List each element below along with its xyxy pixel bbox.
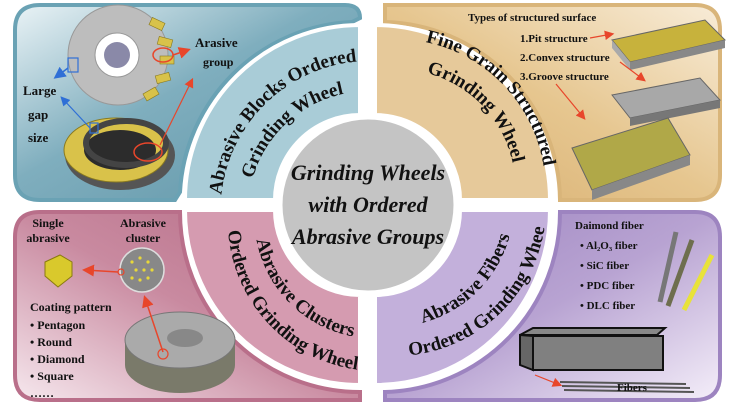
coating-pattern-item: • Diamond <box>30 352 85 366</box>
coating-pattern-heading: Coating pattern <box>30 300 112 314</box>
abrasive-cluster-disc <box>119 247 165 293</box>
coating-pattern-item: • Pentagon <box>30 318 86 332</box>
single-abrasive-label-1: Single <box>32 216 64 230</box>
abrasive-cluster-label-2: cluster <box>126 231 161 245</box>
center-title-line-3: Abrasive Groups <box>290 224 444 249</box>
wheel-highlight <box>157 348 169 360</box>
arc-band-bottom-right <box>373 208 553 388</box>
arc-band-top-left <box>182 22 362 202</box>
arrow-convex <box>619 61 646 82</box>
structure-type-3: 3.Groove structure <box>520 71 609 83</box>
label-large-gap-2: gap <box>28 107 48 122</box>
coating-pattern-item: • Round <box>30 335 72 349</box>
single-abrasive-label-2: abrasive <box>26 231 70 245</box>
toothed-wheel-illustration <box>67 4 175 106</box>
fiber-block-illustration <box>519 327 668 372</box>
fibers-label: Fibers <box>617 382 648 394</box>
cluster-dots <box>130 256 154 282</box>
arrow-large-gap-ring <box>60 96 91 129</box>
panel-bottom-left <box>13 210 362 402</box>
label-abrasive-group-2: group <box>203 55 234 69</box>
arrow-abrasive-group-ring <box>159 77 194 146</box>
arrow-abrasive-group-top <box>172 47 191 59</box>
arrow-to-fibers <box>534 374 563 387</box>
single-abrasive-crystal <box>44 254 73 288</box>
label-large-gap-3: size <box>28 130 48 145</box>
groove-structure-plate <box>571 117 691 200</box>
fiber-item: • DLC fiber <box>580 300 635 312</box>
pit-structure-plate <box>611 19 726 70</box>
coating-pattern-list: • Pentagon • Round • Diamond • Square …… <box>30 318 86 400</box>
center-title-line-1: Grinding Wheels <box>291 160 445 185</box>
structure-type-2: 2.Convex structure <box>520 52 610 64</box>
ring-wheel-illustration <box>63 117 175 190</box>
fiber-heading: Daimond fiber <box>575 220 644 232</box>
arc-band-top-right <box>373 22 553 202</box>
arrow-large-gap-top <box>53 66 69 79</box>
fiber-rods-illustration <box>657 231 715 312</box>
fiber-list: • Al₂O₃ fiber • SiC fiber • PDC fiber • DLC… <box>580 240 638 312</box>
arrow-pit <box>589 30 615 41</box>
abrasive-cluster-label-1: Abrasive <box>120 216 167 230</box>
center-title-line-2: with Ordered <box>308 192 428 217</box>
arrow-groove <box>555 83 586 120</box>
structure-type-1: 1.Pit structure <box>520 33 588 45</box>
loose-fibers <box>559 381 695 393</box>
arc-band-bottom-left <box>182 208 362 388</box>
label-abrasive-group-1: Arasive <box>195 35 238 50</box>
structured-surface-heading: Types of structured surface <box>468 12 596 24</box>
coating-pattern-item: …… <box>30 386 54 400</box>
center-circle <box>277 114 459 296</box>
coating-pattern-item: • Square <box>30 369 74 383</box>
convex-structure-plate <box>611 77 721 126</box>
fiber-item: • PDC fiber <box>580 280 635 292</box>
arrow-to-single <box>82 264 119 277</box>
arrow-to-cluster <box>142 295 164 353</box>
cluster-wheel-illustration <box>124 311 236 393</box>
fiber-item: • SiC fiber <box>580 260 629 272</box>
label-large-gap-1: Large <box>23 83 56 98</box>
fiber-item: • Al₂O₃ fiber <box>580 240 638 252</box>
